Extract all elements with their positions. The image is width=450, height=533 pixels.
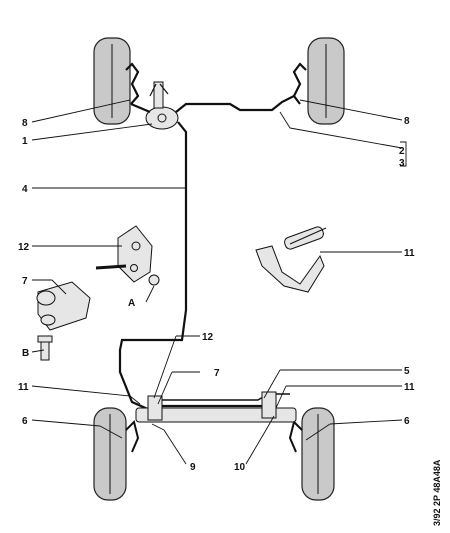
clip-block-detail [36, 281, 91, 361]
front-right-wheel [292, 37, 345, 125]
rear-left-wheel [93, 407, 140, 501]
callout-11-left: 11 [18, 382, 29, 393]
callout-12-bottom: 12 [202, 332, 214, 343]
callout-6-left: 6 [22, 416, 28, 427]
callout-3: 3 [399, 158, 405, 169]
callout-11-top: 11 [404, 248, 415, 259]
callout-12-top: 12 [18, 242, 30, 253]
callout-4: 4 [22, 184, 28, 195]
callout-8-right: 8 [404, 116, 410, 127]
callout-9: 9 [190, 462, 196, 473]
rear-bracket-detail [255, 226, 327, 293]
callout-2: 2 [399, 146, 405, 157]
union-bracket-detail [95, 225, 160, 286]
callout-7-bottom: 7 [214, 368, 220, 379]
callout-bracket-2-3 [400, 141, 407, 167]
master-cylinder [145, 81, 179, 130]
leader-lines [31, 99, 403, 465]
callout-b: B [22, 348, 29, 359]
rear-right-wheel [288, 407, 335, 501]
callout-6-right: 6 [404, 416, 410, 427]
callout-1: 1 [22, 136, 28, 147]
callout-11-right: 11 [404, 382, 415, 393]
callout-8-left: 8 [22, 118, 28, 129]
callout-5: 5 [404, 366, 410, 377]
front-left-wheel [93, 37, 140, 125]
reference-code: 3/92 2P 48A48A [432, 459, 442, 526]
callout-7-top: 7 [22, 276, 28, 287]
callout-10: 10 [234, 462, 246, 473]
callout-a: A [128, 298, 135, 309]
